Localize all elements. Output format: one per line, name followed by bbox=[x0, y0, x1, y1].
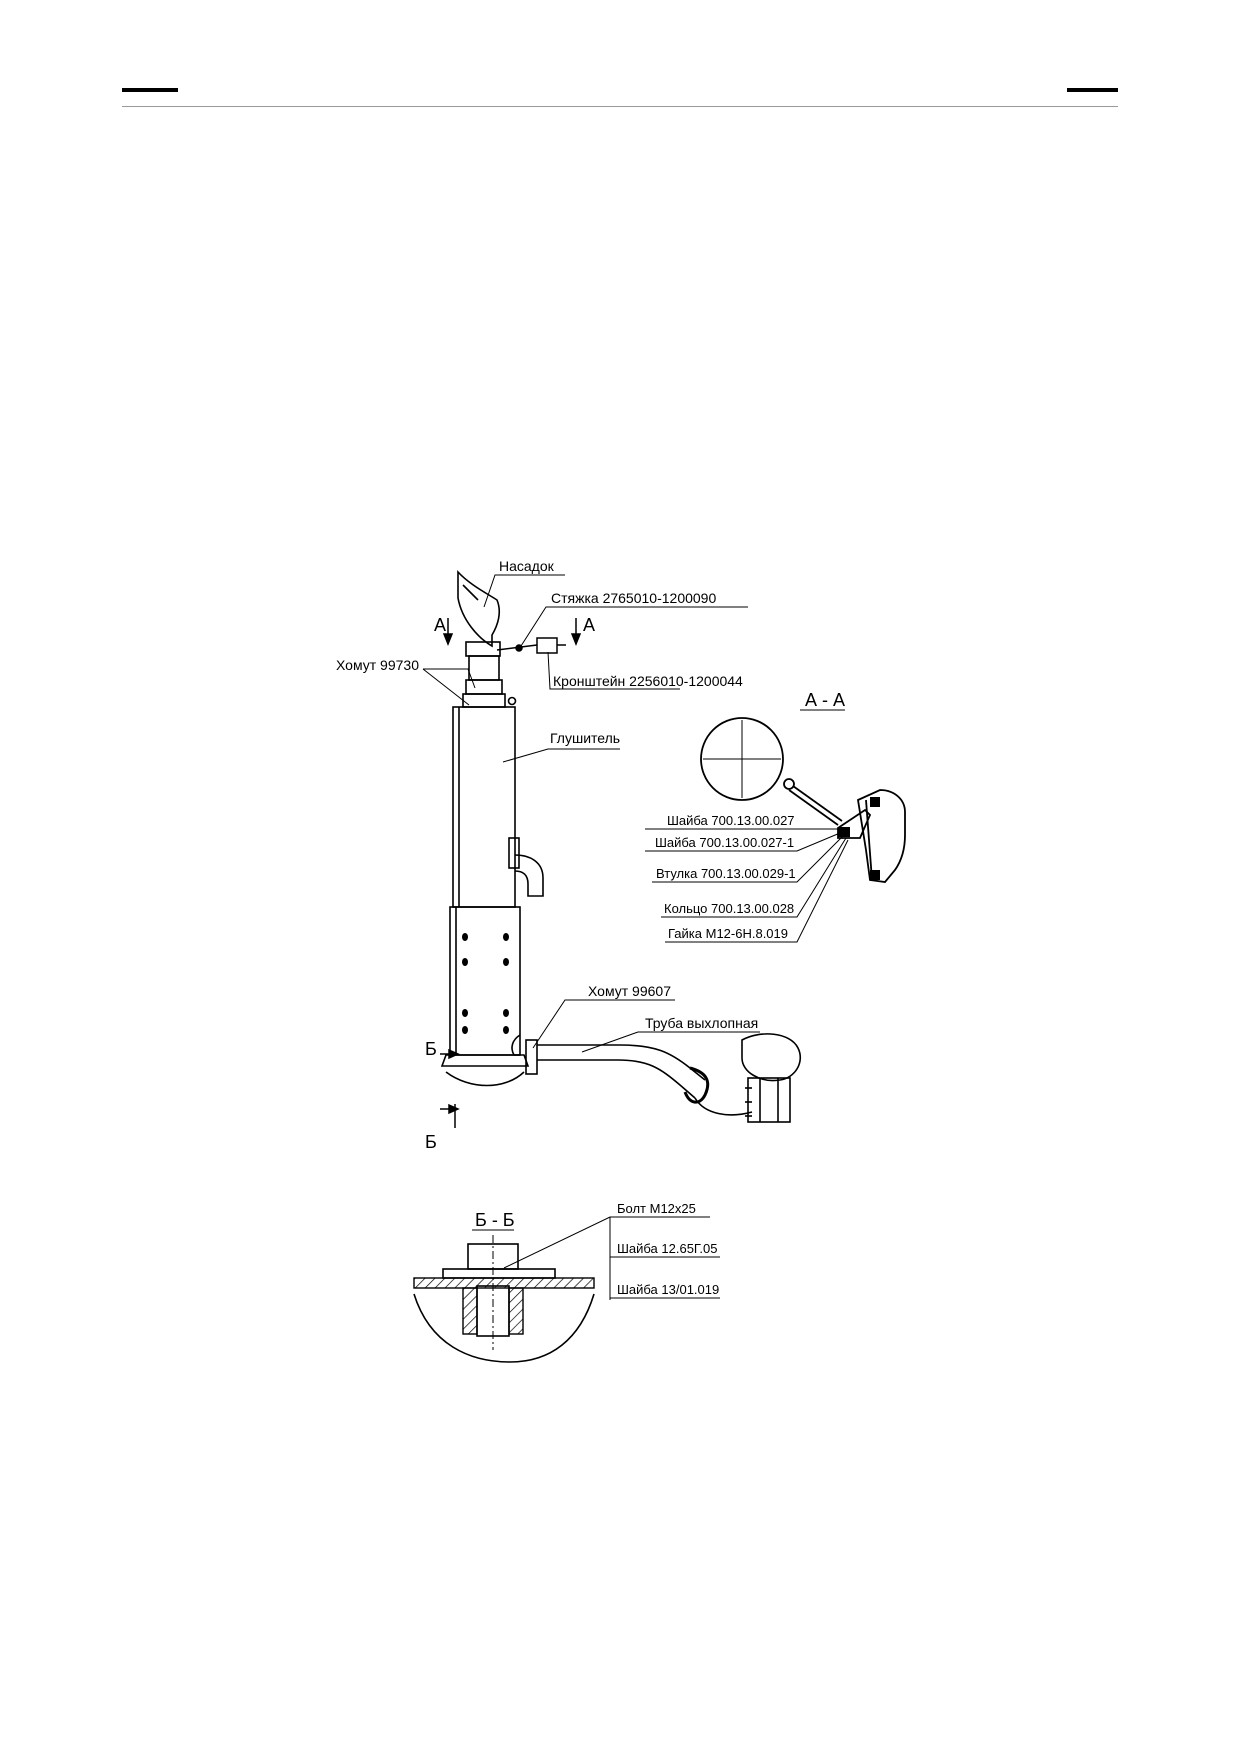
manifold-top bbox=[741, 1033, 802, 1082]
nozzle-hatch-line bbox=[462, 584, 479, 601]
leader-styazhka bbox=[520, 606, 748, 647]
top-pipe bbox=[468, 655, 500, 681]
side-outlet-pipe bbox=[514, 854, 544, 897]
section-letter-a-right: А bbox=[583, 615, 595, 635]
leader-vtulka bbox=[652, 834, 845, 883]
muffler-body-upper bbox=[452, 706, 516, 908]
spring-washer bbox=[442, 1268, 556, 1279]
pipe-clamp-99607 bbox=[525, 1039, 538, 1075]
label-glushitel: Глушитель bbox=[550, 730, 620, 746]
label-bolt: Болт М12х25 bbox=[617, 1201, 696, 1216]
label-homut-bottom: Хомут 99607 bbox=[588, 983, 671, 999]
section-title-bb: Б - Б bbox=[475, 1210, 515, 1230]
boss-hatch-right bbox=[508, 1287, 524, 1335]
tie-nut bbox=[515, 644, 523, 652]
leader-kronshtein bbox=[547, 651, 680, 690]
leader-gaika bbox=[665, 839, 849, 943]
tie-lug bbox=[783, 778, 795, 790]
clamp-ring-top bbox=[465, 679, 503, 695]
section-aa-pipe-circle bbox=[700, 717, 784, 801]
rivet bbox=[462, 958, 468, 966]
tie-rod-aa bbox=[792, 785, 843, 822]
leader-truba bbox=[581, 1031, 760, 1053]
arrow bbox=[570, 633, 582, 647]
leader-shaiba-2 bbox=[645, 832, 841, 852]
boss-hatch-left bbox=[462, 1287, 478, 1335]
leader-lines bbox=[422, 574, 849, 1300]
label-truba: Труба выхлопная bbox=[645, 1015, 758, 1031]
section-bb-outline bbox=[413, 1293, 595, 1363]
tie-rod-aa bbox=[788, 789, 839, 826]
label-shaiba-4: Шайба 13/01.019 bbox=[617, 1282, 719, 1297]
label-kronshtein: Кронштейн 2256010-1200044 bbox=[553, 673, 743, 689]
leader-homut-top bbox=[423, 668, 476, 689]
arrow bbox=[442, 633, 454, 647]
section-letter-a-left: А bbox=[434, 615, 446, 635]
section-aa-fasteners bbox=[838, 797, 880, 880]
arrow bbox=[448, 1048, 460, 1060]
muffler-body-lower bbox=[449, 906, 521, 1056]
leader-nasadok bbox=[483, 574, 565, 608]
label-gaika: Гайка М12-6Н.8.019 bbox=[668, 926, 788, 941]
clamp-ring-lower bbox=[462, 693, 506, 708]
exhaust-pipe-bottom-edge bbox=[537, 1059, 696, 1099]
label-shaiba-3: Шайба 12.65Г.05 bbox=[617, 1241, 717, 1256]
bracket-edge bbox=[865, 799, 873, 881]
exhaust-pipe-assembly bbox=[525, 1033, 802, 1123]
section-letter-b-lower: Б bbox=[425, 1132, 437, 1152]
leader-homut-bottom bbox=[532, 999, 675, 1049]
nut-pack bbox=[838, 827, 850, 837]
section-letter-b-upper: Б bbox=[425, 1039, 437, 1059]
arrow bbox=[448, 1103, 460, 1115]
header-mark-right bbox=[1067, 88, 1118, 92]
label-koltso: Кольцо 700.13.00.028 bbox=[664, 901, 794, 916]
leader-homut-top-2 bbox=[422, 668, 470, 706]
rivet bbox=[503, 958, 509, 966]
base-support-arc bbox=[445, 1071, 525, 1087]
rivet bbox=[503, 933, 509, 941]
rivet bbox=[462, 1026, 468, 1034]
outlet-cutout bbox=[511, 1034, 521, 1056]
plate-hatch bbox=[413, 1277, 595, 1289]
label-nasadok: Насадок bbox=[499, 558, 555, 574]
tie-bracket bbox=[496, 637, 566, 654]
header-rule bbox=[122, 106, 1118, 107]
base-flange bbox=[440, 1054, 530, 1067]
nozzle-shape bbox=[457, 569, 500, 648]
section-aa-detail bbox=[700, 717, 906, 883]
leader-koltso bbox=[661, 837, 847, 918]
rivet bbox=[462, 1009, 468, 1017]
header-mark-left bbox=[122, 88, 178, 92]
body-rivets bbox=[462, 933, 509, 1034]
exhaust-pipe-top-edge bbox=[537, 1044, 706, 1081]
section-cut-markers bbox=[440, 618, 582, 1128]
pipe-elbow bbox=[694, 1097, 753, 1116]
bracket-block bbox=[536, 637, 558, 654]
label-vtulka: Втулка 700.13.00.029-1 bbox=[656, 866, 796, 881]
label-shaiba-2: Шайба 700.13.00.027-1 bbox=[655, 835, 794, 850]
label-homut-top: Хомут 99730 bbox=[336, 657, 419, 673]
side-outlet-flange bbox=[508, 837, 520, 869]
muffler-assembly bbox=[440, 569, 544, 1087]
section-bb-detail bbox=[413, 1235, 595, 1363]
manifold-body bbox=[747, 1077, 791, 1123]
leader-glushitel bbox=[502, 748, 620, 763]
clamp-bolt bbox=[507, 696, 517, 706]
fastener bbox=[870, 797, 880, 807]
bracket-plate bbox=[857, 789, 906, 883]
label-shaiba-1: Шайба 700.13.00.027 bbox=[667, 813, 795, 828]
rivet bbox=[503, 1026, 509, 1034]
rivet bbox=[462, 933, 468, 941]
flex-joint bbox=[683, 1066, 710, 1104]
section-title-aa: А - А bbox=[805, 690, 845, 710]
rivet bbox=[503, 1009, 509, 1017]
fastener bbox=[870, 870, 880, 880]
top-pipe-collar bbox=[465, 641, 501, 657]
label-styazhka: Стяжка 2765010-1200090 bbox=[551, 590, 716, 606]
